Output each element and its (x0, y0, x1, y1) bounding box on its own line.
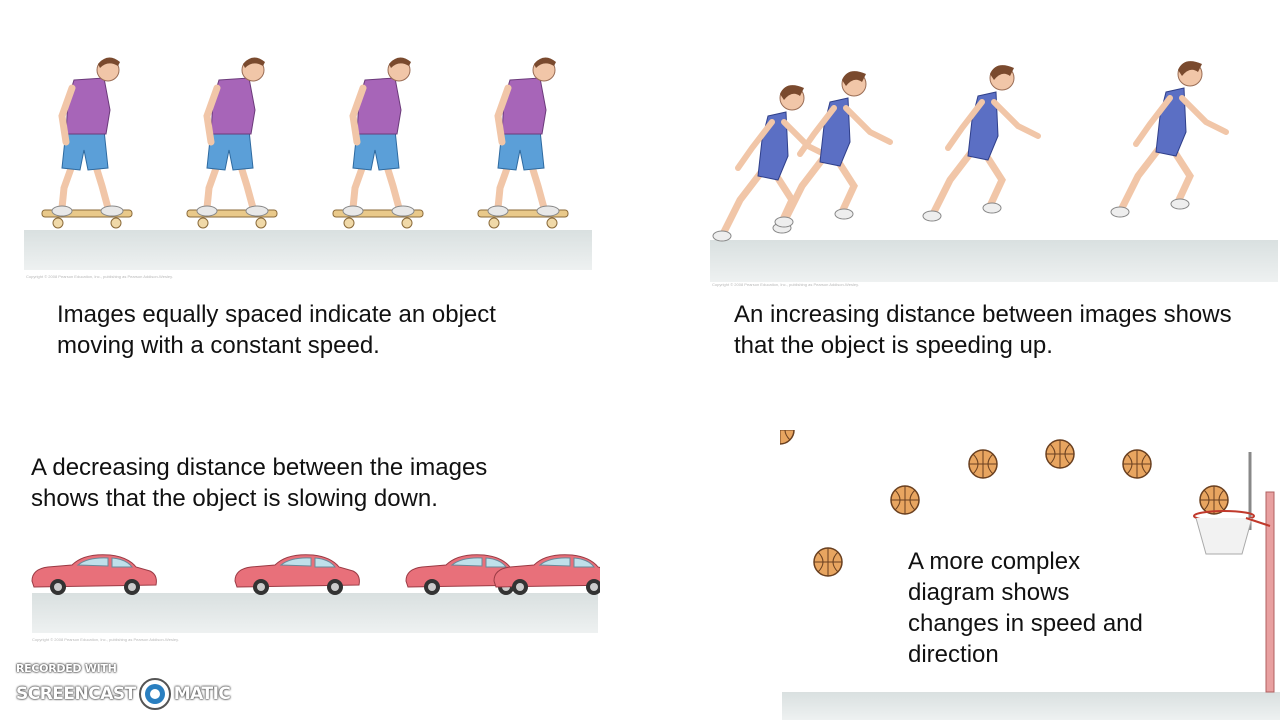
watermark-brand: SCREENCAST MATIC (16, 677, 231, 711)
constant-speed-figure: Copyright © 2008 Pearson Education, Inc.… (22, 50, 592, 282)
ground (32, 593, 598, 633)
watermark-brand-right: MATIC (173, 684, 231, 704)
car-icon (31, 554, 157, 595)
basketball-figure (780, 430, 1280, 720)
skateboarder-icon (41, 57, 133, 229)
runner-icon (712, 85, 831, 242)
screencast-logo-icon (138, 678, 171, 710)
slowing-down-figure: Copyright © 2008 Pearson Education, Inc.… (28, 545, 600, 645)
watermark-recorded-with: RECORDED WITH (16, 662, 117, 675)
cars (31, 554, 600, 596)
caption-complex-diagram: A more complex diagram shows changes in … (908, 548, 1143, 668)
ground (782, 692, 1280, 720)
basketball-trajectory (780, 430, 1275, 693)
speeding-up-figure: Copyright © 2008 Pearson Education, Inc.… (708, 60, 1280, 290)
basketball-icon (780, 430, 795, 445)
ground (24, 230, 592, 270)
skateboarders (41, 50, 592, 240)
basketball-hoop-icon (1193, 452, 1275, 693)
caption-speeding-up: An increasing distance between images sh… (734, 301, 1232, 359)
runners (712, 60, 1280, 242)
screencast-watermark: RECORDED WITH SCREENCAST MATIC (16, 662, 231, 711)
caption-constant-speed: Images equally spaced indicate an object… (57, 301, 496, 359)
copyright-note: Copyright © 2008 Pearson Education, Inc.… (32, 637, 179, 642)
copyright-note: Copyright © 2008 Pearson Education, Inc.… (26, 274, 173, 279)
watermark-brand-left: SCREENCAST (16, 684, 136, 704)
copyright-note: Copyright © 2008 Pearson Education, Inc.… (712, 282, 859, 287)
caption-slowing-down: A decreasing distance between the images… (31, 454, 488, 512)
ground (710, 240, 1278, 282)
